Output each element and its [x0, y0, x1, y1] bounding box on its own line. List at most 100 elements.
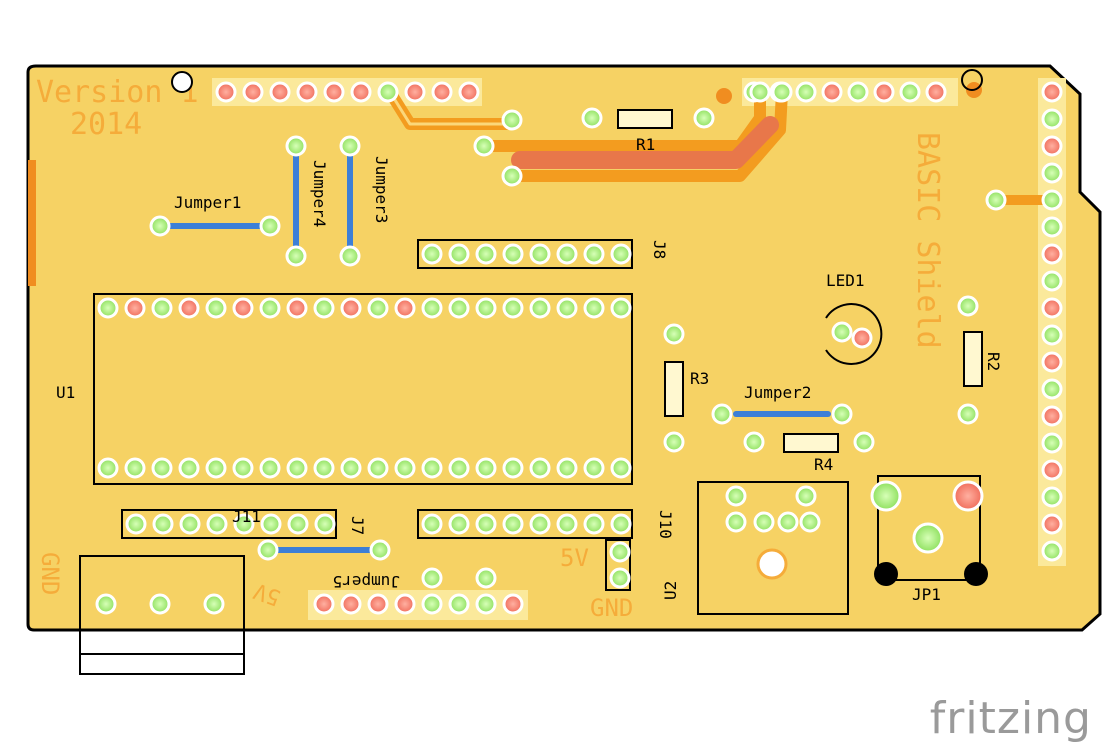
- pad: [725, 485, 747, 507]
- pad: [203, 593, 225, 615]
- component-labels: R1 R2 R3 R4 Jumper1 Jumper2 Jumper3 Jump…: [56, 135, 1003, 604]
- pad: [957, 295, 979, 317]
- pad: [583, 297, 605, 319]
- pad: [502, 457, 524, 479]
- pad: [610, 297, 632, 319]
- pad: [831, 403, 853, 425]
- pad: [448, 513, 470, 535]
- pad: [458, 81, 480, 103]
- label-jumper5: Jumper5: [333, 572, 400, 591]
- usb-edge: [28, 160, 36, 286]
- pad: [448, 297, 470, 319]
- pad: [296, 81, 318, 103]
- pad: [501, 109, 523, 131]
- pad: [610, 243, 632, 265]
- mounting-holes: [171, 69, 988, 586]
- pad: [771, 81, 793, 103]
- pad: [97, 297, 119, 319]
- pad: [95, 593, 117, 615]
- label-j10: J10: [656, 510, 675, 539]
- pad: [367, 593, 389, 615]
- pad: [340, 297, 362, 319]
- pad: [1041, 81, 1063, 103]
- component-outlines: [79, 109, 983, 675]
- label-j8: J8: [650, 240, 669, 259]
- pad: [529, 513, 551, 535]
- pad: [1041, 486, 1063, 508]
- pad: [753, 511, 775, 533]
- pad: [431, 81, 453, 103]
- pad: [556, 297, 578, 319]
- pad: [286, 297, 308, 319]
- pad: [1041, 324, 1063, 346]
- jumper-wires: [159, 147, 831, 553]
- pad: [367, 457, 389, 479]
- pad: [743, 431, 765, 453]
- pad: [529, 243, 551, 265]
- pad: [693, 107, 715, 129]
- pad: [1041, 459, 1063, 481]
- label-u1: U1: [56, 383, 75, 402]
- label-j7: J7: [348, 516, 367, 535]
- pad: [394, 297, 416, 319]
- label-jumper4: Jumper4: [310, 160, 329, 227]
- pad: [285, 135, 307, 157]
- pad: [1041, 270, 1063, 292]
- pad: [421, 513, 443, 535]
- pad: [421, 297, 443, 319]
- pad: [448, 457, 470, 479]
- pad: [125, 513, 147, 535]
- pad: [502, 513, 524, 535]
- pad: [581, 107, 603, 129]
- pad: [851, 327, 873, 349]
- pad: [609, 567, 631, 589]
- pad: [925, 81, 947, 103]
- pad: [475, 513, 497, 535]
- pad: [1041, 162, 1063, 184]
- pad: [285, 245, 307, 267]
- pad: [1041, 135, 1063, 157]
- label-r3: R3: [690, 369, 709, 388]
- pad: [149, 215, 171, 237]
- pad: [610, 513, 632, 535]
- pad: [1041, 378, 1063, 400]
- pad: [1041, 513, 1063, 535]
- pad: [556, 243, 578, 265]
- pads: [95, 81, 1063, 615]
- silk-gnd-left: GND: [36, 552, 64, 595]
- pad: [502, 297, 524, 319]
- pad: [179, 513, 201, 535]
- pad: [421, 593, 443, 615]
- pad: [340, 593, 362, 615]
- pad: [749, 81, 771, 103]
- pad: [340, 457, 362, 479]
- label-jumper2: Jumper2: [744, 383, 811, 402]
- pad: [205, 297, 227, 319]
- pad: [152, 513, 174, 535]
- pad: [350, 81, 372, 103]
- pad: [232, 457, 254, 479]
- label-jumper1: Jumper1: [174, 193, 241, 212]
- pad: [1041, 351, 1063, 373]
- pad: [313, 593, 335, 615]
- pad: [377, 81, 399, 103]
- pad: [178, 457, 200, 479]
- pad: [1041, 243, 1063, 265]
- silk-title: BASIC Shield: [910, 132, 945, 349]
- pad: [313, 457, 335, 479]
- pad: [339, 135, 361, 157]
- label-j11: J11: [232, 507, 261, 526]
- pad: [1041, 432, 1063, 454]
- copper-traces: [384, 86, 1057, 205]
- pad: [421, 457, 443, 479]
- label-jp1: JP1: [912, 585, 941, 604]
- pad: [725, 511, 747, 533]
- pad: [1041, 405, 1063, 427]
- pad: [847, 81, 869, 103]
- pad: [259, 215, 281, 237]
- pad: [831, 321, 853, 343]
- pad: [1041, 108, 1063, 130]
- pad: [323, 81, 345, 103]
- pad: [1041, 540, 1063, 562]
- pad: [314, 513, 336, 535]
